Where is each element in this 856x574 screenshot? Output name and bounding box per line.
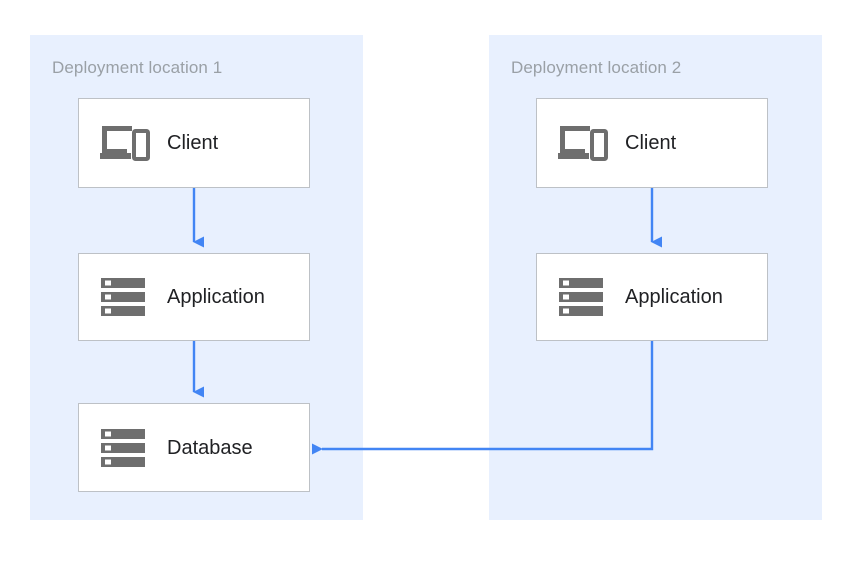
devices-icon xyxy=(97,119,153,167)
node-application-2[interactable]: Application xyxy=(536,253,768,341)
devices-icon xyxy=(555,119,611,167)
deployment-zone-2-label: Deployment location 2 xyxy=(511,58,682,77)
node-client-1[interactable]: Client xyxy=(78,98,310,188)
node-database-1-label: Database xyxy=(167,436,253,459)
server-icon xyxy=(97,273,153,321)
node-database-1[interactable]: Database xyxy=(78,403,310,492)
node-application-2-label: Application xyxy=(625,286,723,308)
server-icon xyxy=(97,424,153,472)
server-icon xyxy=(555,273,611,321)
node-client-1-label: Client xyxy=(167,132,219,154)
node-client-2[interactable]: Client xyxy=(536,98,768,188)
deployment-zone-1-label: Deployment location 1 xyxy=(52,58,223,77)
node-application-1[interactable]: Application xyxy=(78,253,310,341)
node-client-2-label: Client xyxy=(625,132,677,154)
node-application-1-label: Application xyxy=(167,286,265,308)
